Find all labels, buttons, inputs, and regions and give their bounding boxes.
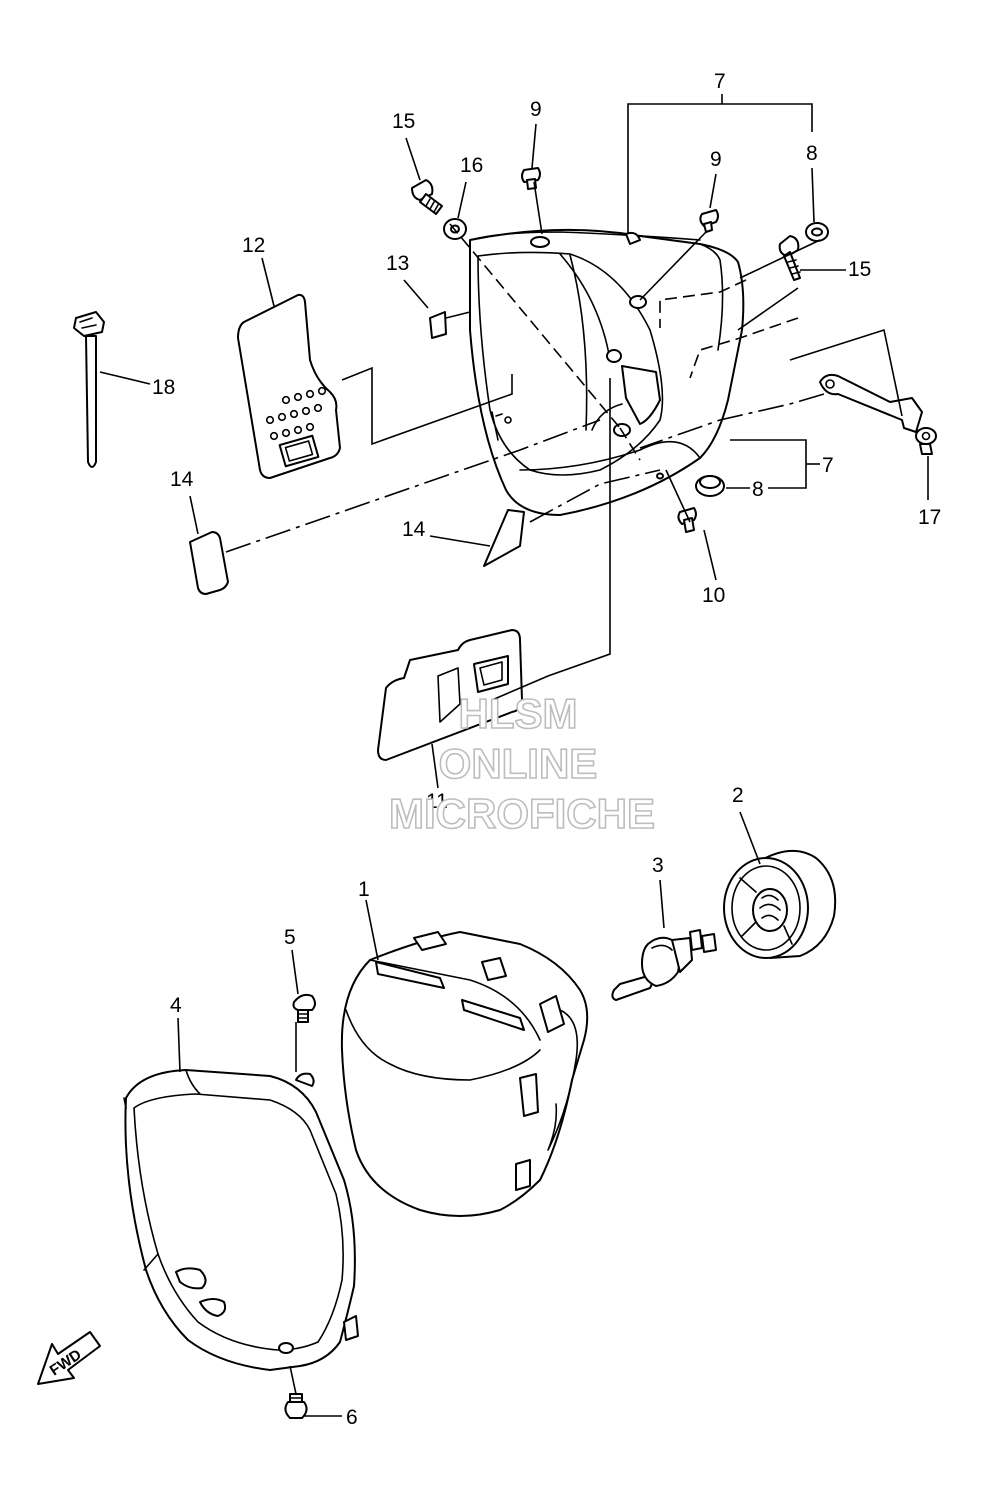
callout-3: 3 [652, 854, 664, 877]
callout-8-lower: 8 [752, 478, 764, 501]
callout-7-top: 7 [714, 70, 726, 93]
part-8-grommet-upper[interactable] [805, 222, 829, 242]
part-12-cover-sheet[interactable] [237, 293, 341, 479]
part-15-bolt-left[interactable] [411, 179, 443, 215]
part-10-screw[interactable] [677, 507, 697, 533]
callout-9-right: 9 [710, 148, 722, 171]
callout-2: 2 [732, 784, 744, 807]
callout-15-right: 15 [848, 258, 871, 281]
callout-1: 1 [358, 878, 370, 901]
part-13-pad[interactable] [429, 311, 447, 339]
callout-13: 13 [386, 252, 409, 275]
callout-4: 4 [170, 994, 182, 1017]
part-14-pad-right[interactable] [483, 509, 525, 567]
part-11-gasket-sheet[interactable] [377, 629, 523, 761]
callout-10: 10 [702, 584, 725, 607]
headlight-housing[interactable] [469, 228, 745, 516]
part-6-screw[interactable] [284, 1393, 308, 1419]
watermark-line-1: HLSM [459, 690, 578, 737]
part-3-halogen-bulb[interactable] [611, 929, 717, 1001]
part-8-grommet-lower[interactable] [695, 475, 725, 497]
callout-18: 18 [152, 376, 175, 399]
watermark-line-3: MICROFICHE [389, 790, 655, 837]
callout-8-upper: 8 [806, 142, 818, 165]
watermark-line-2: ONLINE [439, 740, 598, 787]
leader-lines [99, 94, 929, 1417]
part-4-headlight-rim[interactable] [123, 1069, 359, 1371]
fwd-direction-arrow: FWD [37, 1331, 101, 1385]
watermark: HLSM ONLINE MICROFICHE [388, 689, 656, 838]
part-9-screw-top[interactable] [521, 167, 541, 190]
callout-17: 17 [918, 506, 941, 529]
part-1-headlight-unit[interactable] [340, 931, 589, 1217]
callout-15-left: 15 [392, 110, 415, 133]
part-18-cable-tie[interactable] [73, 311, 105, 468]
callout-12: 12 [242, 234, 265, 257]
callout-6: 6 [346, 1406, 358, 1429]
part-14-pad-left[interactable] [189, 531, 229, 595]
callout-numbers: 1 2 3 4 5 6 7 7 8 8 9 9 10 11 12 13 14 1… [152, 70, 941, 1429]
part-5-screw[interactable] [292, 993, 316, 1023]
callout-7-lower: 7 [822, 454, 834, 477]
callout-14-right: 14 [402, 518, 426, 541]
part-15-bolt-right[interactable] [778, 235, 801, 281]
callout-5: 5 [284, 926, 296, 949]
callout-16: 16 [460, 154, 483, 177]
callout-9-top: 9 [530, 98, 542, 121]
alignment-lines [225, 181, 825, 1395]
part-9-screw-right[interactable] [699, 209, 719, 233]
part-17-bracket[interactable] [819, 373, 937, 455]
callout-11: 11 [426, 790, 448, 813]
part-2-socket-cover[interactable] [723, 849, 837, 959]
callout-14-left: 14 [170, 468, 194, 491]
